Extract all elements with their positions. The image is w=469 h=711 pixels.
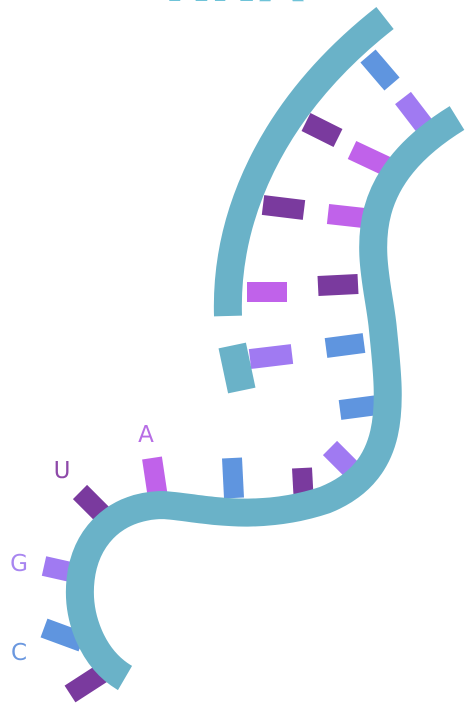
base-blue: [232, 458, 234, 498]
base-label-u: U: [54, 458, 71, 484]
base-label-c: C: [11, 640, 27, 666]
base-blue: [326, 343, 364, 348]
base-magenta: [328, 214, 364, 218]
base-dark-purple: [318, 284, 358, 286]
base-blue: [340, 405, 378, 410]
base-label-a: A: [138, 422, 154, 448]
base-magenta: [352, 150, 386, 166]
base-dark-purple: [263, 205, 304, 210]
base-blue: [368, 56, 392, 84]
base-label-g: G: [10, 551, 28, 577]
base-dark-purple: [306, 122, 338, 138]
base-lavender: [250, 354, 292, 359]
base-lavender: [403, 98, 426, 128]
